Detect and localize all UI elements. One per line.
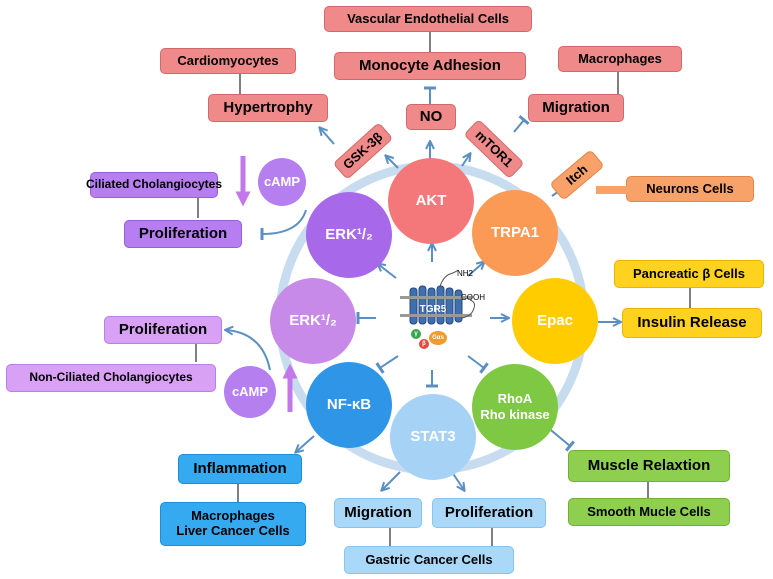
epac-node: Epac: [512, 278, 598, 364]
arrow-to-erk-upper: [378, 264, 397, 279]
stat3-node: STAT3: [390, 394, 476, 480]
nh2-label: NH2: [456, 269, 473, 279]
arrow-nfkb-inflammation: [296, 435, 315, 452]
tgr5-receptor-icon: [400, 269, 475, 349]
erk-lower-node: ERK¹/₂: [270, 278, 356, 364]
inflammation-label: Inflammation: [178, 454, 302, 484]
arrow-akt-gsk: [386, 156, 399, 169]
proliferation-upper-label: Proliferation: [124, 220, 242, 248]
cooh-label: COOH: [461, 293, 485, 303]
migration-bottom-label: Migration: [334, 498, 422, 528]
migration-top-label: Migration: [528, 94, 624, 122]
rhoa-node: RhoA Rho kinase: [472, 364, 558, 450]
arrow-stat3-proliferation: [451, 471, 464, 490]
inhibit-rhoa: [467, 355, 489, 374]
inhibit-mtor-migration: [513, 115, 530, 133]
muscle-relax-label: Muscle Relaxtion: [568, 450, 730, 482]
camp-lower-node: cAMP: [224, 366, 276, 418]
cardiomyocytes-label: Cardiomyocytes: [160, 48, 296, 74]
tgr5-label: TGR5: [419, 304, 447, 316]
hypertrophy-label: Hypertrophy: [208, 94, 328, 122]
akt-node: AKT: [388, 158, 474, 244]
itch-connector: [596, 186, 628, 194]
macrophages-top-label: Macrophages: [558, 46, 682, 72]
arrow-stat3-migration: [382, 471, 401, 490]
nonciliated-label: Non-Ciliated Cholangiocytes: [6, 364, 216, 392]
inhibit-nfkb: [375, 355, 399, 374]
monocyte-label: Monocyte Adhesion: [334, 52, 526, 80]
inhibit-erk-proliferation: [260, 209, 307, 241]
nfkb-node: NF-κB: [306, 362, 392, 448]
no-label: NO: [406, 104, 456, 130]
proliferation-bottom-label: Proliferation: [432, 498, 546, 528]
pancreatic-label: Pancreatic β Cells: [614, 260, 764, 288]
g-beta-label: β: [422, 340, 426, 347]
neurons-label: Neurons Cells: [626, 176, 754, 202]
insulin-label: Insulin Release: [622, 308, 762, 338]
arrow-to-trpa1: [467, 262, 484, 277]
vascular-label: Vascular Endothelial Cells: [324, 6, 532, 32]
trpa1-node: TRPA1: [472, 190, 558, 276]
camp-upper-node: cAMP: [258, 158, 306, 206]
arrow-gsk-hypertrophy: [320, 128, 335, 145]
g-alpha-label: Gαs: [432, 334, 444, 341]
macro-liver-label: Macrophages Liver Cancer Cells: [160, 502, 306, 546]
proliferation-lower-label: Proliferation: [104, 316, 222, 344]
smooth-muscle-label: Smooth Mucle Cells: [568, 498, 730, 526]
gastric-label: Gastric Cancer Cells: [344, 546, 514, 574]
ciliated-label: Ciliated Cholangiocytes: [86, 172, 222, 198]
arrow-erk-proliferation: [226, 330, 271, 371]
g-gamma-label: γ: [414, 330, 418, 337]
arrow-akt-mtor: [461, 154, 470, 167]
erk-upper-node: ERK¹/₂: [306, 192, 392, 278]
